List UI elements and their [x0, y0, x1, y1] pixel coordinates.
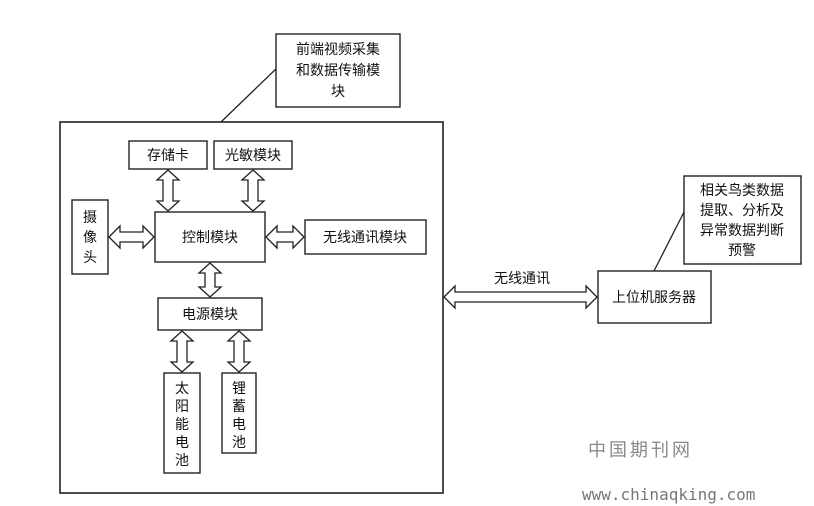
lithium-battery-label-3: 电	[232, 417, 246, 433]
solar-cell-label-2: 阳	[175, 399, 189, 415]
callout-server-line-3: 异常数据判断	[700, 223, 784, 239]
control-module-box	[154, 211, 266, 263]
server-label: 上位机服务器	[612, 290, 696, 306]
power-module-label: 电源模块	[182, 307, 238, 323]
device-frame	[59, 121, 444, 494]
callout-server-box	[683, 175, 802, 265]
light-sensor-box	[213, 140, 293, 170]
arrow-device-server	[443, 284, 598, 310]
solar-cell-label-1: 太	[175, 381, 189, 397]
callout-server-line-4: 预警	[728, 243, 756, 259]
lithium-battery-label-2: 蓄	[232, 399, 246, 415]
lithium-battery-label-4: 池	[232, 435, 246, 451]
storage-card-box	[128, 140, 208, 170]
storage-card-label: 存储卡	[147, 148, 189, 164]
arrow-light-control	[240, 169, 266, 212]
solar-cell-box	[163, 372, 201, 474]
wireless-module-label: 无线通讯模块	[323, 230, 407, 246]
solar-cell-label-4: 电	[175, 435, 189, 451]
camera-label-3: 头	[83, 250, 97, 266]
watermark-url: www.chinaqking.com	[582, 485, 755, 504]
arrow-control-power	[197, 262, 223, 298]
power-module-box	[157, 297, 263, 331]
callout-server-line-1: 相关鸟类数据	[700, 183, 784, 199]
server-box	[597, 270, 712, 324]
callout-front-end-box	[275, 33, 401, 108]
solar-cell-label-3: 能	[175, 417, 189, 433]
light-sensor-label: 光敏模块	[225, 148, 281, 164]
callout-leader-server	[653, 211, 685, 272]
control-module-label: 控制模块	[182, 230, 238, 246]
lithium-battery-label-1: 锂	[232, 381, 246, 397]
camera-box	[71, 199, 109, 275]
callout-front-end-line-3: 块	[331, 84, 345, 100]
lithium-battery-box	[221, 372, 257, 454]
arrow-power-solar	[169, 330, 195, 373]
callout-leader-front-end	[220, 66, 279, 123]
callout-server-line-2: 提取、分析及	[700, 203, 784, 219]
watermark-site-name: 中国期刊网	[588, 440, 693, 461]
camera-label-1: 摄	[83, 210, 97, 226]
camera-label-2: 像	[83, 230, 97, 246]
callout-front-end-line-1: 前端视频采集	[296, 41, 380, 58]
wireless-module-box	[304, 219, 427, 255]
arrow-power-battery	[226, 330, 252, 373]
arrow-control-wireless	[265, 224, 305, 250]
arrow-storage-control	[155, 169, 181, 212]
arrow-camera-control	[108, 224, 155, 250]
wireless-link-label: 无线通讯	[494, 271, 550, 287]
solar-cell-label-5: 池	[175, 453, 189, 469]
callout-front-end-line-2: 和数据传输模	[296, 63, 380, 79]
